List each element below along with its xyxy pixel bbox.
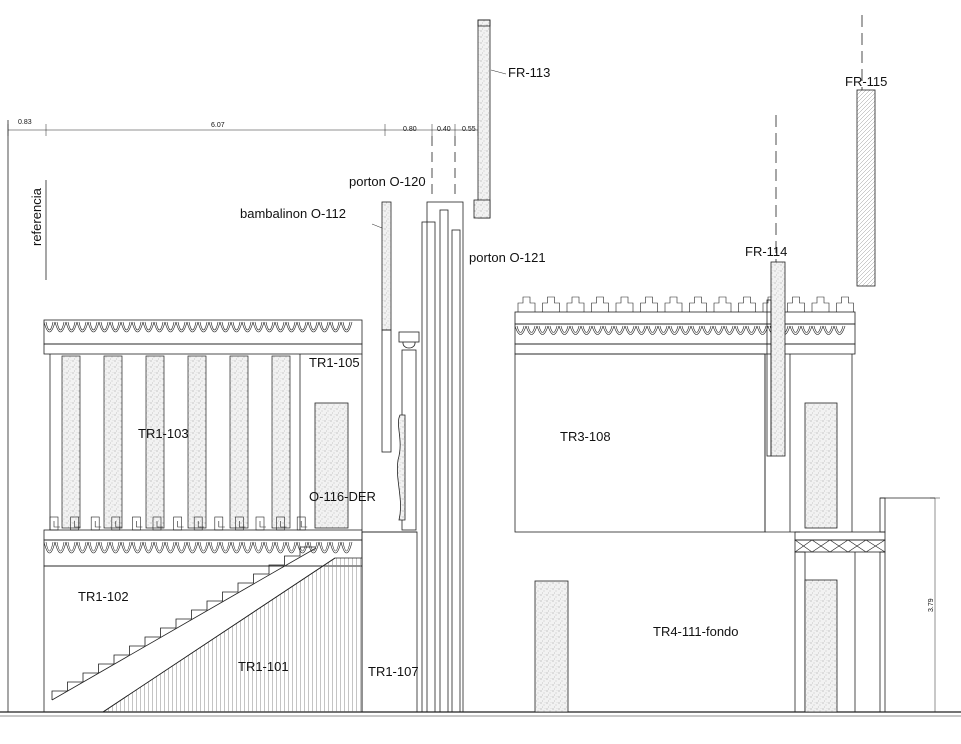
tr1-105-label: TR1-105 <box>309 355 360 370</box>
fr113-label: FR-113 <box>508 65 551 80</box>
tr1-107-label: TR1-107 <box>368 664 419 679</box>
fr114-label: FR-114 <box>745 244 788 259</box>
dim-3-79: 3.79 <box>928 598 935 612</box>
o116-label: O-116-DER <box>309 489 376 504</box>
tr4-111-panel <box>534 580 569 713</box>
dimension-379 <box>930 497 940 713</box>
tr1-scallop-band-top <box>43 321 353 333</box>
tr1-bracket-row <box>49 516 308 531</box>
tr3-scallop-band <box>514 325 846 335</box>
tr1-102-label: TR1-102 <box>78 589 129 604</box>
fr114-element <box>766 261 786 457</box>
bambalinon-o112 <box>381 201 392 331</box>
tr3-merlon-row <box>517 296 854 312</box>
dim-0-55: 0.55 <box>462 126 476 133</box>
stair-steps <box>51 546 316 700</box>
dim-0-83: 0.83 <box>18 119 32 126</box>
tr3-108-block <box>514 353 766 533</box>
tr4-111-label: TR4-111-fondo <box>653 624 739 639</box>
porton-o120 <box>381 329 392 453</box>
tr1-101-panel <box>101 557 363 713</box>
tr1-columns <box>61 355 291 529</box>
tr4-tower <box>789 354 935 713</box>
fr115-element <box>856 89 876 287</box>
tr1-107-block <box>361 531 418 713</box>
porton-o121-label: porton O-121 <box>469 250 546 265</box>
fr115-label: FR-115 <box>845 74 888 89</box>
referencia-label: referencia <box>29 188 44 246</box>
porton-o120-label: porton O-120 <box>349 174 426 189</box>
bambalinon-o112-label: bambalinon O-112 <box>240 206 346 221</box>
dim-6-07: 6.07 <box>211 122 225 129</box>
dim-0-80: 0.80 <box>403 126 417 133</box>
tr3-108-label: TR3-108 <box>560 429 611 444</box>
o116-panel <box>314 402 349 529</box>
statue-ornament <box>396 331 420 531</box>
tr1-scallop-band-bottom <box>43 541 353 554</box>
tr1-103-label: TR1-103 <box>138 426 189 441</box>
fr113-element <box>473 19 491 219</box>
dim-0-40: 0.40 <box>437 126 451 133</box>
porton-o121 <box>421 201 464 713</box>
tr1-101-label: TR1-101 <box>238 659 289 674</box>
